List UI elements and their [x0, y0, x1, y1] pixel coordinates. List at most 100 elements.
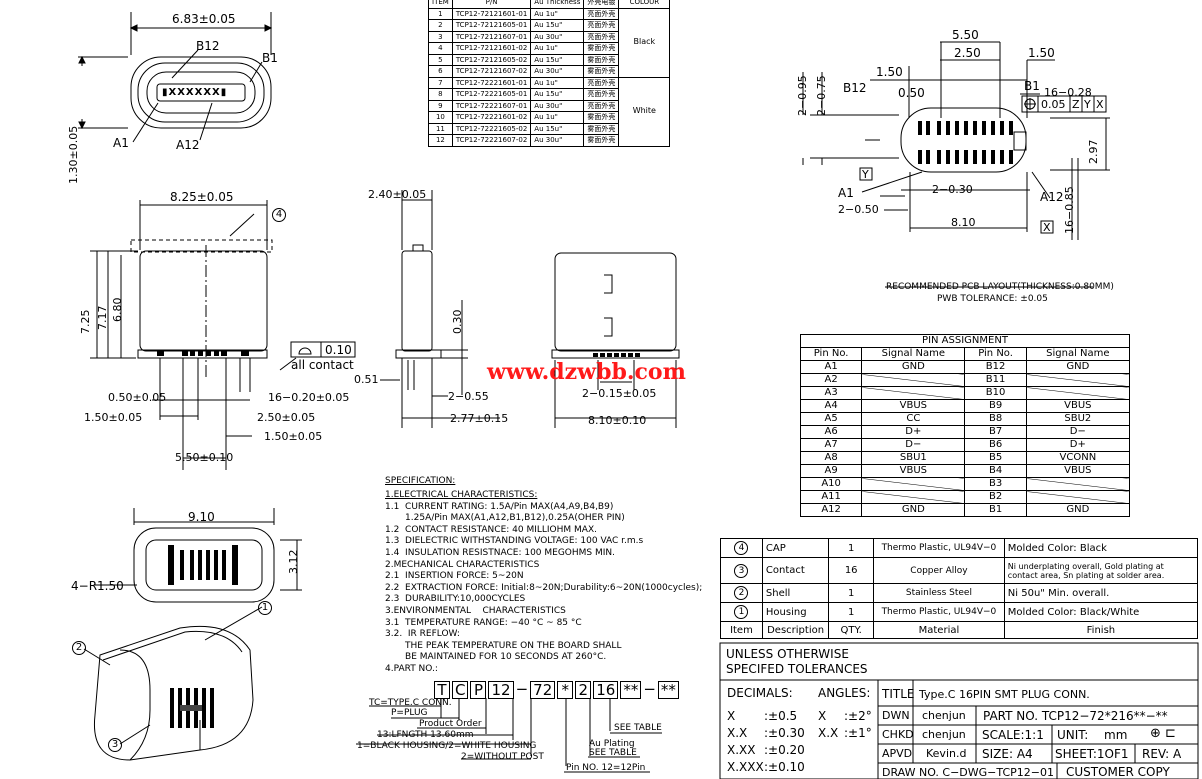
part-no-box: − [515, 680, 529, 698]
part-no-box: 12 [488, 681, 514, 699]
part-table-cell: TCP12-72121605-02 [451, 53, 532, 66]
bom-cell: CAP [761, 538, 830, 558]
part-table-cell: 1 [428, 7, 453, 20]
pn-legend-4: 1=BLACK HOUSING/2=WHITE HOUSING [357, 741, 537, 751]
iso-contacts [170, 688, 214, 728]
sheet-text: SHEET:1OF1 [1055, 747, 1129, 761]
pin-table-title: PIN ASSIGNMENT [800, 334, 1130, 348]
ang-x-val: :±2° [844, 709, 872, 723]
bom-cell: Thermo Plastic, UL94V−0 [873, 538, 1005, 558]
bom-item-circle: 1 [720, 602, 763, 622]
bom-cell: Stainless Steel [873, 583, 1005, 603]
signal-name: SBU1 [861, 451, 966, 465]
dim-side-277: 2.77±0.15 [450, 412, 509, 425]
part-table-cell: 亮面外壳 [583, 30, 620, 43]
signal-name: GND [1025, 503, 1131, 517]
part-table-cell: Au 15u" [530, 19, 585, 32]
part-no-box: ** [657, 681, 679, 699]
dim-pcb-230: 2−0.30 [932, 183, 973, 196]
apvd-name: Kevin.d [926, 747, 967, 760]
dim-front-680: 6.80 [111, 297, 124, 323]
pin-table-header: Signal Name [861, 347, 966, 361]
part-table-header: Au Thickness [530, 0, 585, 9]
gdt-datum-x: X [1096, 98, 1104, 111]
pin-table-header: Pin No. [799, 347, 863, 361]
part-table-cell: Au 30u" [530, 30, 585, 43]
part-table-cell: Au 15u" [530, 53, 585, 66]
part-table-cell: 6 [428, 65, 453, 78]
bom-cell: Copper Alloy [873, 557, 1005, 584]
label-pcb-b12: B12 [843, 81, 867, 95]
part-no-box: − [643, 680, 656, 698]
top-contact-pins: ▮XXXXXX▮ [162, 87, 228, 98]
part-table-cell: TCP12-72121607-02 [451, 65, 532, 78]
spec-line: 3.1 TEMPERATURE RANGE: −40 °C ~ 85 °C [385, 617, 582, 628]
dim-pcb-810: 8.10 [951, 216, 976, 229]
datum-y-box: Y [862, 168, 869, 181]
bom-header: Item [720, 621, 763, 639]
dim-back-215: 2−0.15±0.05 [582, 387, 657, 400]
bom-header: QTY. [828, 621, 875, 639]
part-table-cell: 11 [428, 122, 453, 135]
bom-cell: 1 [828, 583, 875, 603]
pin-number: A3 [799, 386, 863, 400]
bom-cell: 1 [828, 602, 875, 622]
datum-x-box: X [1043, 221, 1051, 234]
signal-name [1025, 386, 1131, 400]
part-table-cell: Au 30u" [530, 65, 585, 78]
dim-pcb-150a: 1.50 [1028, 46, 1055, 60]
part-no-box: ** [620, 681, 642, 699]
pn-legend-5: 2=WITHOUT POST [461, 752, 544, 762]
bottom-view-contacts [168, 545, 238, 585]
angles-label: ANGLES: [818, 686, 871, 700]
colour-white: White [618, 76, 671, 147]
spec-line: 1.1 CURRENT RATING: 1.5A/Pin MAX(A4,A9,B… [385, 501, 614, 512]
spec-title: SPECIFICATION: [385, 476, 456, 486]
pin-number: A10 [799, 477, 863, 491]
dim-bottom-910: 9.10 [188, 510, 215, 524]
pin-number: B7 [964, 425, 1027, 439]
decimals-label: DECIMALS: [727, 686, 793, 700]
tol-xx-val: :±0.30 [764, 726, 805, 740]
pn-legend-0: TC=TYPE.C CONN. [369, 698, 452, 708]
projection-symbol-icon: ⊕ ⊏ [1150, 726, 1176, 741]
pin-number: B11 [964, 373, 1027, 387]
tol-x: X [727, 709, 736, 723]
dim-back-810: 8.10±0.10 [588, 414, 647, 427]
tol-xxxx-val: :±0.10 [764, 760, 805, 774]
pcb-layout-outline [802, 41, 1110, 288]
ref-circle-4: 4 [272, 208, 286, 222]
part-table-cell: 亮面外壳 [583, 76, 620, 89]
part-table-cell: TCP12-72121605-01 [451, 19, 532, 32]
signal-name [1025, 490, 1131, 504]
bom-cell: Molded Color: Black [1003, 538, 1199, 558]
pin-number: B1 [964, 503, 1027, 517]
part-table-cell: 3 [428, 30, 453, 43]
gdt-tolerance: 0.05 [1041, 98, 1066, 111]
pn-legend-2: Product Order [419, 719, 482, 729]
pn-legend-9: Pin NO. 12=12Pin [566, 763, 646, 773]
signal-name: D+ [861, 425, 966, 439]
dwn-label: DWN [882, 709, 910, 722]
part-table-cell: 10 [428, 111, 453, 124]
label-pcb-b1: B1 [1024, 79, 1040, 93]
signal-name: GND [1025, 360, 1131, 374]
dim-side-051: 0.51 [354, 373, 379, 386]
spec-line: 1.ELECTRICAL CHARACTERISTICS: [385, 490, 538, 500]
tol-xxx: X.XX [727, 743, 756, 757]
bottom-view-outline [95, 508, 302, 603]
tol-x-val: :±0.5 [764, 709, 798, 723]
title-label: TITLE [882, 687, 915, 701]
part-no-box: T [434, 681, 450, 699]
customer-copy: CUSTOMER COPY [1066, 765, 1170, 779]
dim-side-240: 2.40±0.05 [368, 188, 427, 201]
spec-lines: 1.ELECTRICAL CHARACTERISTICS:1.1 CURRENT… [385, 490, 702, 676]
part-table-cell: 雾面外壳 [583, 42, 620, 55]
